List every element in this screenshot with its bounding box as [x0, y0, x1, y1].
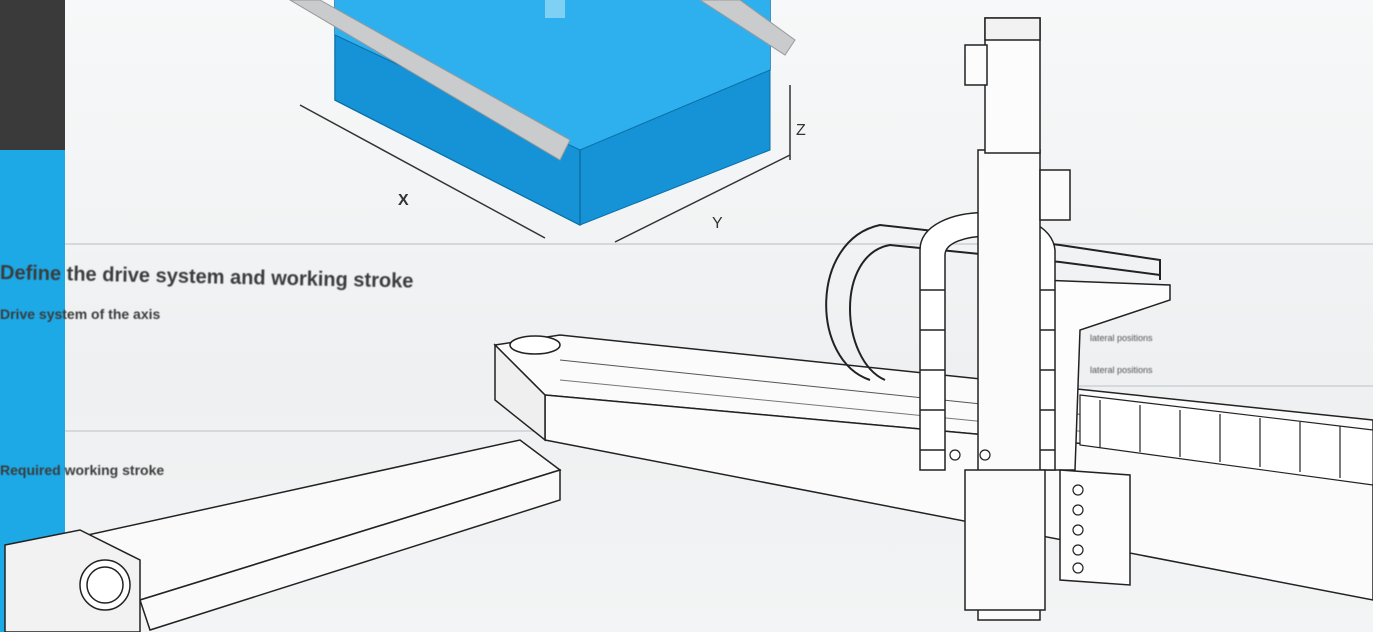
motor [964, 17, 1041, 154]
lower-rail [4, 439, 562, 632]
side-label: lateral positions [1090, 365, 1153, 375]
workspace-box-diagram [289, 0, 796, 243]
sidebar-dark-panel [0, 0, 65, 150]
cable-chain-loop-large [825, 223, 1161, 381]
cable-chain-horizontal [1079, 394, 1373, 486]
divider-line [1075, 385, 1373, 387]
side-label: lateral positions [1090, 333, 1153, 343]
mount-bolts [949, 449, 1084, 574]
carriage-plate [1039, 279, 1171, 586]
axis-y-label: Y [712, 215, 723, 232]
working-stroke-label: Required working stroke [0, 462, 165, 478]
axis-z-label: Z [796, 122, 806, 139]
axis-x-label: X [398, 192, 409, 209]
divider-line [65, 243, 1373, 245]
drive-system-label: Drive system of the axis [0, 306, 161, 322]
z-axis-column [964, 149, 1071, 621]
